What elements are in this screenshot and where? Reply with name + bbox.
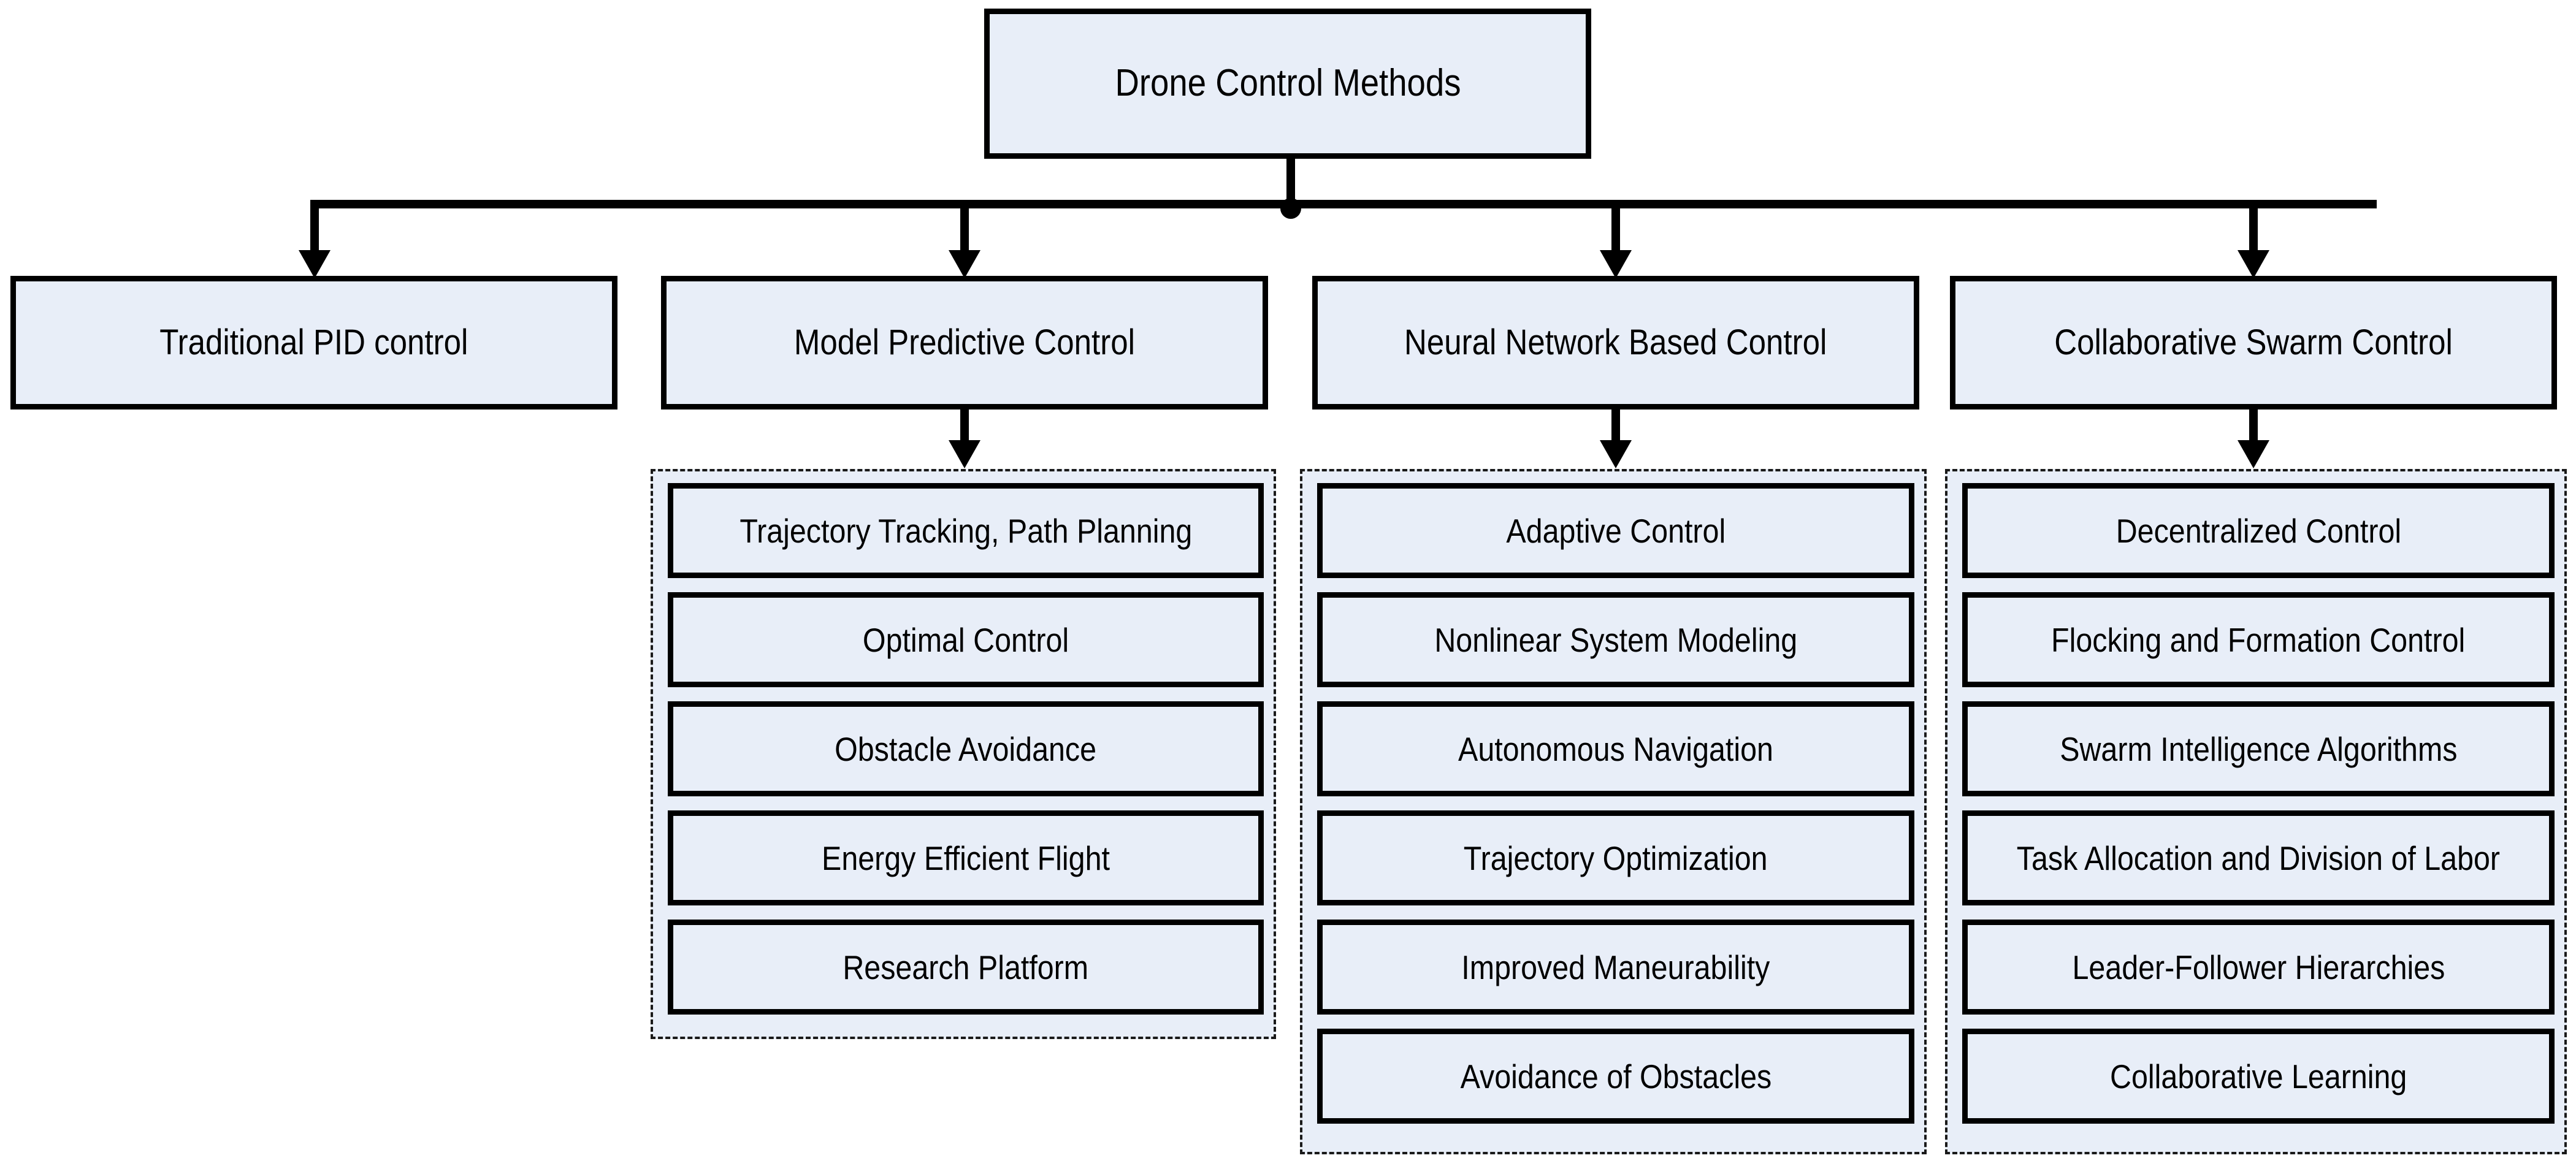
- connector-root-stem: [1286, 159, 1295, 205]
- node-collaborative-swarm-control[interactable]: Collaborative Swarm Control: [1950, 276, 2557, 409]
- node-root-label: Drone Control Methods: [1114, 62, 1461, 105]
- leaf-label: Avoidance of Obstacles: [1460, 1057, 1771, 1095]
- leaf-label: Task Allocation and Division of Labor: [2016, 839, 2501, 877]
- leaf-label: Flocking and Formation Control: [2051, 620, 2466, 659]
- arrowhead-to-neural-network-based-control: [1600, 250, 1632, 278]
- node-collaborative-swarm-control-label: Collaborative Swarm Control: [2054, 322, 2453, 363]
- leaf-item[interactable]: Research Platform: [668, 920, 1264, 1015]
- connector-drop-to-neural-network-based-control: [1611, 200, 1620, 255]
- connector-drop-to-swarm-group: [2249, 409, 2258, 444]
- leaf-label: Optimal Control: [862, 620, 1069, 659]
- arrowhead-to-mpc-group: [949, 440, 980, 468]
- connector-drop-to-neural-network-group: [1611, 409, 1620, 444]
- leaf-label: Decentralized Control: [2115, 511, 2401, 550]
- leaf-label: Obstacle Avoidance: [835, 729, 1097, 768]
- leaf-label: Swarm Intelligence Algorithms: [2059, 729, 2458, 768]
- leaf-label: Leader-Follower Hierarchies: [2072, 948, 2445, 986]
- node-neural-network-based-control[interactable]: Neural Network Based Control: [1312, 276, 1919, 409]
- leaf-item[interactable]: Flocking and Formation Control: [1962, 592, 2555, 687]
- group-model-predictive-control-children: Trajectory Tracking, Path Planning Optim…: [651, 469, 1276, 1039]
- leaf-item[interactable]: Improved Maneurability: [1317, 920, 1914, 1015]
- leaf-item[interactable]: Task Allocation and Division of Labor: [1962, 810, 2555, 905]
- arrowhead-to-model-predictive-control: [949, 250, 980, 278]
- leaf-item[interactable]: Trajectory Tracking, Path Planning: [668, 483, 1264, 578]
- leaf-label: Trajectory Optimization: [1464, 839, 1768, 877]
- connector-drop-to-traditional-pid-control: [310, 200, 319, 255]
- group-neural-network-based-control-children: Adaptive Control Nonlinear System Modeli…: [1300, 469, 1927, 1154]
- connector-horizontal-bus: [310, 200, 2377, 208]
- connector-drop-to-model-predictive-control: [960, 200, 969, 255]
- leaf-label: Autonomous Navigation: [1458, 729, 1773, 768]
- arrowhead-to-traditional-pid-control: [299, 250, 331, 278]
- leaf-label: Adaptive Control: [1506, 511, 1726, 550]
- leaf-label: Improved Maneurability: [1461, 948, 1770, 986]
- arrowhead-to-swarm-group: [2238, 440, 2269, 468]
- leaf-item[interactable]: Optimal Control: [668, 592, 1264, 687]
- leaf-item[interactable]: Leader-Follower Hierarchies: [1962, 920, 2555, 1015]
- leaf-item[interactable]: Avoidance of Obstacles: [1317, 1029, 1914, 1124]
- node-root-drone-control-methods[interactable]: Drone Control Methods: [984, 9, 1591, 159]
- node-traditional-pid-control-label: Traditional PID control: [159, 322, 468, 363]
- leaf-item[interactable]: Obstacle Avoidance: [668, 701, 1264, 796]
- leaf-item[interactable]: Nonlinear System Modeling: [1317, 592, 1914, 687]
- node-traditional-pid-control[interactable]: Traditional PID control: [10, 276, 617, 409]
- leaf-item[interactable]: Trajectory Optimization: [1317, 810, 1914, 905]
- node-model-predictive-control[interactable]: Model Predictive Control: [661, 276, 1268, 409]
- leaf-label: Nonlinear System Modeling: [1434, 620, 1797, 659]
- leaf-item[interactable]: Autonomous Navigation: [1317, 701, 1914, 796]
- leaf-label: Collaborative Learning: [2109, 1057, 2407, 1095]
- connector-drop-to-mpc-group: [960, 409, 969, 444]
- leaf-item[interactable]: Collaborative Learning: [1962, 1029, 2555, 1124]
- connector-drop-to-collaborative-swarm-control: [2249, 200, 2258, 255]
- group-collaborative-swarm-control-children: Decentralized Control Flocking and Forma…: [1945, 469, 2567, 1154]
- node-neural-network-based-control-label: Neural Network Based Control: [1404, 322, 1827, 363]
- leaf-label: Research Platform: [843, 948, 1089, 986]
- arrowhead-to-neural-network-group: [1600, 440, 1632, 468]
- leaf-item[interactable]: Decentralized Control: [1962, 483, 2555, 578]
- leaf-label: Energy Efficient Flight: [822, 839, 1110, 877]
- leaf-label: Trajectory Tracking, Path Planning: [739, 511, 1193, 550]
- leaf-item[interactable]: Adaptive Control: [1317, 483, 1914, 578]
- arrowhead-to-collaborative-swarm-control: [2238, 250, 2269, 278]
- leaf-item[interactable]: Swarm Intelligence Algorithms: [1962, 701, 2555, 796]
- leaf-item[interactable]: Energy Efficient Flight: [668, 810, 1264, 905]
- node-model-predictive-control-label: Model Predictive Control: [793, 322, 1135, 363]
